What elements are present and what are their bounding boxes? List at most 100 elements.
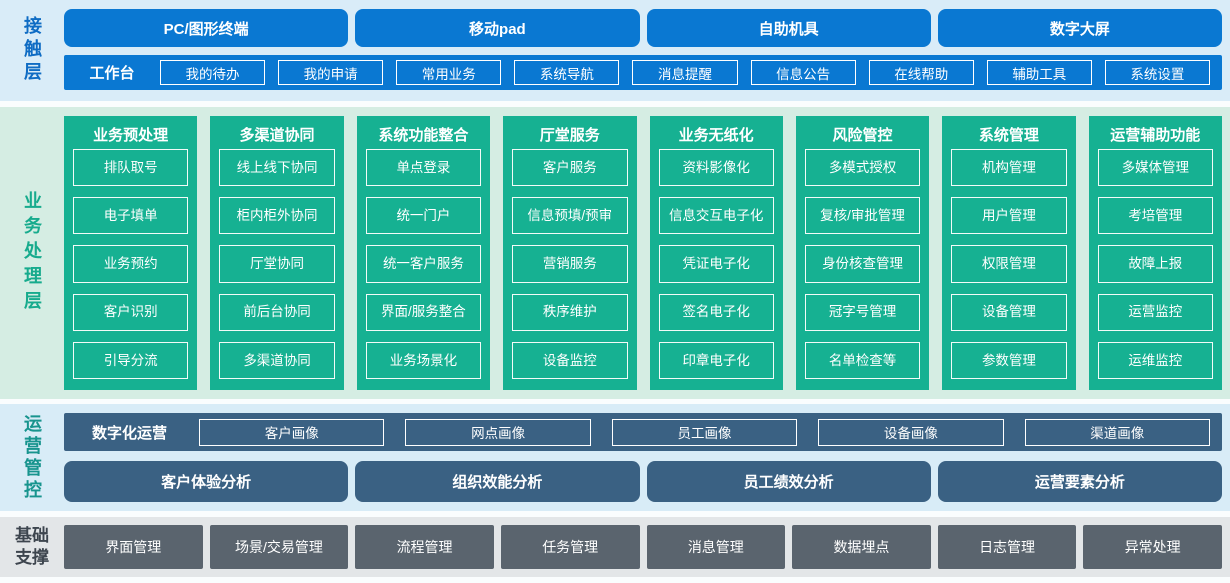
profile-item: 员工画像 <box>611 418 798 446</box>
feature-item: 引导分流 <box>73 341 189 380</box>
feature-item: 冠字号管理 <box>804 293 921 331</box>
feature-item: 营销服务 <box>512 245 628 283</box>
feature-item: 运维监控 <box>1097 341 1213 380</box>
feature-column-items: 多媒体管理考培管理故障上报运营监控运维监控 <box>1097 149 1213 380</box>
contact-layer-gutter: 接触层 <box>0 0 64 101</box>
foundation-layer-label: 基础支撑 <box>15 525 49 567</box>
feature-column: 运营辅助功能 多媒体管理考培管理故障上报运营监控运维监控 <box>1088 116 1222 390</box>
feature-column-items: 排队取号电子填单业务预约客户识别引导分流 <box>73 149 189 380</box>
workbench-items: 我的待办我的申请常用业务系统导航消息提醒信息公告在线帮助辅助工具系统设置 <box>160 60 1210 85</box>
feature-item: 单点登录 <box>365 149 482 187</box>
feature-columns: 业务预处理 排队取号电子填单业务预约客户识别引导分流 多渠道协同 线上线下协同柜… <box>64 116 1222 390</box>
profile-item: 渠道画像 <box>1024 418 1210 446</box>
feature-column-items: 客户服务信息预填/预审营销服务秩序维护设备监控 <box>512 149 628 380</box>
workbench-item: 消息提醒 <box>632 60 738 85</box>
workbench-bar: 工作台 我的待办我的申请常用业务系统导航消息提醒信息公告在线帮助辅助工具系统设置 <box>64 55 1222 90</box>
digital-operations-items: 客户画像网点画像员工画像设备画像渠道画像 <box>199 418 1210 446</box>
workbench-item: 信息公告 <box>750 60 856 85</box>
feature-item: 参数管理 <box>951 341 1067 380</box>
business-layer-body: 业务预处理 排队取号电子填单业务预约客户识别引导分流 多渠道协同 线上线下协同柜… <box>64 107 1230 399</box>
digital-operations-bar: 数字化运营 客户画像网点画像员工画像设备画像渠道画像 <box>64 413 1222 451</box>
feature-item: 复核/审批管理 <box>804 197 921 235</box>
terminal-block: 自助机具 <box>646 9 931 47</box>
feature-column-items: 资料影像化信息交互电子化凭证电子化签名电子化印章电子化 <box>658 149 774 380</box>
foundation-block: 任务管理 <box>500 525 640 569</box>
operations-layer-body: 数字化运营 客户画像网点画像员工画像设备画像渠道画像 客户体验分析组织效能分析员… <box>64 404 1230 511</box>
foundation-layer-section: 基础支撑 界面管理场景/交易管理流程管理任务管理消息管理数据埋点日志管理异常处理 <box>0 517 1230 577</box>
feature-column-items: 机构管理用户管理权限管理设备管理参数管理 <box>951 149 1067 380</box>
digital-operations-label: 数字化运营 <box>92 424 168 442</box>
feature-item: 统一客户服务 <box>365 245 482 283</box>
workbench-item: 在线帮助 <box>868 60 974 85</box>
foundation-layer-body: 界面管理场景/交易管理流程管理任务管理消息管理数据埋点日志管理异常处理 <box>64 517 1230 577</box>
foundation-block: 日志管理 <box>937 525 1077 569</box>
feature-column-items: 单点登录统一门户统一客户服务界面/服务整合业务场景化 <box>365 149 482 380</box>
business-layer-gutter: 业务处理层 <box>0 107 64 399</box>
feature-item: 业务预约 <box>73 245 189 283</box>
operations-layer-section: 运营管控 数字化运营 客户画像网点画像员工画像设备画像渠道画像 客户体验分析组织… <box>0 404 1230 511</box>
business-layer-label: 业务处理层 <box>22 190 42 316</box>
feature-item: 印章电子化 <box>658 341 774 380</box>
workbench-title: 工作台 <box>89 65 135 82</box>
feature-item: 考培管理 <box>1097 197 1213 235</box>
feature-column-title: 业务预处理 <box>93 127 169 144</box>
analysis-block: 组织效能分析 <box>355 461 640 502</box>
contact-layer-label: 接触层 <box>22 16 42 85</box>
workbench-item: 常用业务 <box>396 60 502 85</box>
foundation-block: 界面管理 <box>64 525 203 569</box>
foundation-block: 消息管理 <box>646 525 786 569</box>
feature-item: 厅堂协同 <box>219 245 335 283</box>
feature-item: 设备监控 <box>512 341 628 380</box>
operations-layer-gutter: 运营管控 <box>0 404 64 511</box>
feature-column: 系统功能整合 单点登录统一门户统一客户服务界面/服务整合业务场景化 <box>356 116 491 390</box>
feature-item: 名单检查等 <box>804 341 921 380</box>
terminal-block: 移动pad <box>355 9 640 47</box>
workbench-item: 系统设置 <box>1104 60 1210 85</box>
feature-item: 多渠道协同 <box>219 341 335 380</box>
feature-item: 资料影像化 <box>658 149 774 187</box>
feature-column: 业务预处理 排队取号电子填单业务预约客户识别引导分流 <box>64 116 198 390</box>
feature-column-title: 业务无纸化 <box>678 127 754 144</box>
analysis-row: 客户体验分析组织效能分析员工绩效分析运营要素分析 <box>64 461 1222 502</box>
feature-item: 电子填单 <box>73 197 189 235</box>
feature-column: 风险管控 多模式授权复核/审批管理身份核查管理冠字号管理名单检查等 <box>795 116 930 390</box>
feature-item: 多媒体管理 <box>1097 149 1213 187</box>
feature-item: 界面/服务整合 <box>365 293 482 331</box>
feature-item: 运营监控 <box>1097 293 1213 331</box>
feature-item: 权限管理 <box>951 245 1067 283</box>
feature-item: 故障上报 <box>1097 245 1213 283</box>
profile-item: 客户画像 <box>199 418 385 446</box>
feature-column: 系统管理 机构管理用户管理权限管理设备管理参数管理 <box>942 116 1076 390</box>
feature-item: 客户服务 <box>512 149 628 187</box>
feature-item: 线上线下协同 <box>219 149 335 187</box>
feature-column-title: 风险管控 <box>832 127 893 144</box>
feature-item: 设备管理 <box>951 293 1067 331</box>
workbench-item: 系统导航 <box>514 60 620 85</box>
operations-layer-label: 运营管控 <box>22 413 42 502</box>
feature-item: 机构管理 <box>951 149 1067 187</box>
feature-column: 多渠道协同 线上线下协同柜内柜外协同厅堂协同前后台协同多渠道协同 <box>210 116 344 390</box>
feature-column-title: 运营辅助功能 <box>1110 127 1201 144</box>
feature-column: 厅堂服务 客户服务信息预填/预审营销服务秩序维护设备监控 <box>503 116 637 390</box>
feature-column-items: 多模式授权复核/审批管理身份核查管理冠字号管理名单检查等 <box>804 149 921 380</box>
workbench-item: 我的待办 <box>160 60 266 85</box>
terminal-block: 数字大屏 <box>937 9 1222 47</box>
feature-column-title: 多渠道协同 <box>239 127 315 144</box>
feature-item: 排队取号 <box>73 149 189 187</box>
feature-item: 凭证电子化 <box>658 245 774 283</box>
feature-item: 秩序维护 <box>512 293 628 331</box>
analysis-block: 运营要素分析 <box>937 461 1222 502</box>
foundation-block: 流程管理 <box>355 525 494 569</box>
feature-item: 用户管理 <box>951 197 1067 235</box>
terminal-block: PC/图形终端 <box>64 9 349 47</box>
feature-column-title: 系统管理 <box>978 127 1039 144</box>
feature-item: 统一门户 <box>365 197 482 235</box>
analysis-block: 员工绩效分析 <box>646 461 931 502</box>
foundation-block: 数据埋点 <box>792 525 931 569</box>
feature-column: 业务无纸化 资料影像化信息交互电子化凭证电子化签名电子化印章电子化 <box>649 116 783 390</box>
feature-item: 身份核查管理 <box>804 245 921 283</box>
